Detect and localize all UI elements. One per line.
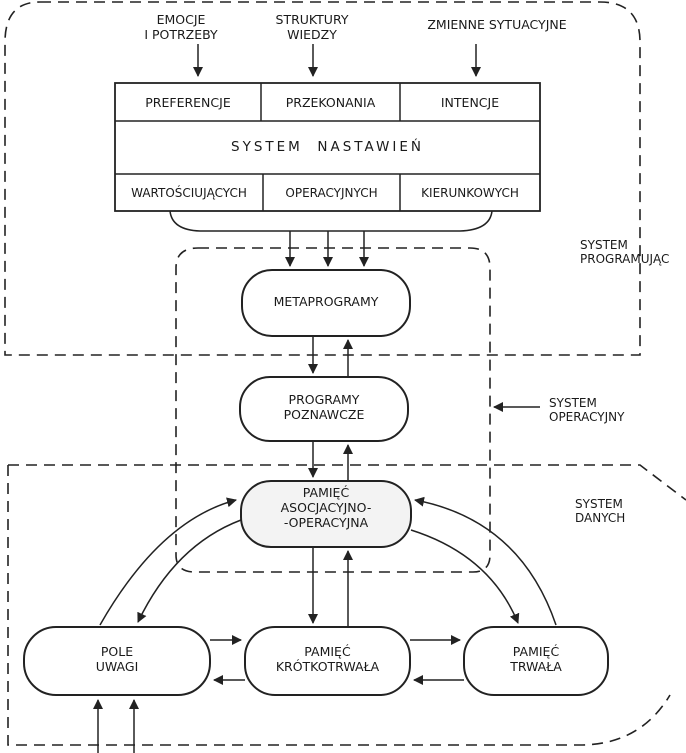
cognitive-programs-box [239, 376, 409, 442]
metaprograms-label: METAPROGRAMY [273, 294, 379, 309]
table-cell-intentions: INTENCJE [440, 95, 500, 110]
arc-associative-to-attention [137, 519, 242, 623]
associative-memory-box [240, 480, 412, 548]
table-attitude-system: SYSTEM NASTAWIEŃ [231, 139, 424, 155]
cognitive-programs-label: PROGRAMY POZNAWCZE [283, 392, 365, 422]
metaprograms-box [241, 269, 411, 337]
table-cell-operational: OPERACYJNYCH [285, 186, 378, 200]
input-label-situational: ZMIENNE SYTUACYJNE [427, 17, 567, 32]
operating-system-label: SYSTEM OPERACYJNY [549, 396, 625, 425]
associative-memory-label: PAMIĘĆ ASOCJACYJNO- -OPERACYJNA [280, 485, 372, 530]
arc-associative-to-longterm [410, 529, 520, 624]
table-output-bracket [169, 210, 493, 232]
data-system-region [7, 464, 686, 746]
long-term-memory-label: PAMIĘĆ TRWAŁA [510, 644, 562, 674]
short-term-memory-box [244, 626, 411, 696]
data-system-label: SYSTEM DANYCH [575, 497, 626, 526]
programming-system-region [4, 1, 641, 356]
input-label-emotions: EMOCJE I POTRZEBY [144, 12, 218, 42]
attention-field-label: POLE UWAGI [95, 644, 139, 674]
arc-longterm-to-associative [414, 496, 557, 626]
attitude-table-frame [114, 82, 541, 212]
programming-system-label: SYSTEM PROGRAMUJĄC [580, 238, 670, 267]
table-cell-beliefs: PRZEKONANIA [285, 95, 376, 110]
attention-field-box [23, 626, 211, 696]
operating-system-region [175, 247, 491, 573]
long-term-memory-box [463, 626, 609, 696]
table-cell-valuing: WARTOŚCIUJĄCYCH [131, 186, 247, 200]
table-cell-directional: KIERUNKOWYCH [421, 186, 519, 200]
arc-attention-to-associative [99, 497, 237, 626]
short-term-memory-label: PAMIĘĆ KRÓTKOTRWAŁA [275, 644, 380, 674]
input-label-knowledge: STRUKTURY WIEDZY [275, 12, 349, 42]
table-cell-preferences: PREFERENCJE [145, 95, 231, 110]
